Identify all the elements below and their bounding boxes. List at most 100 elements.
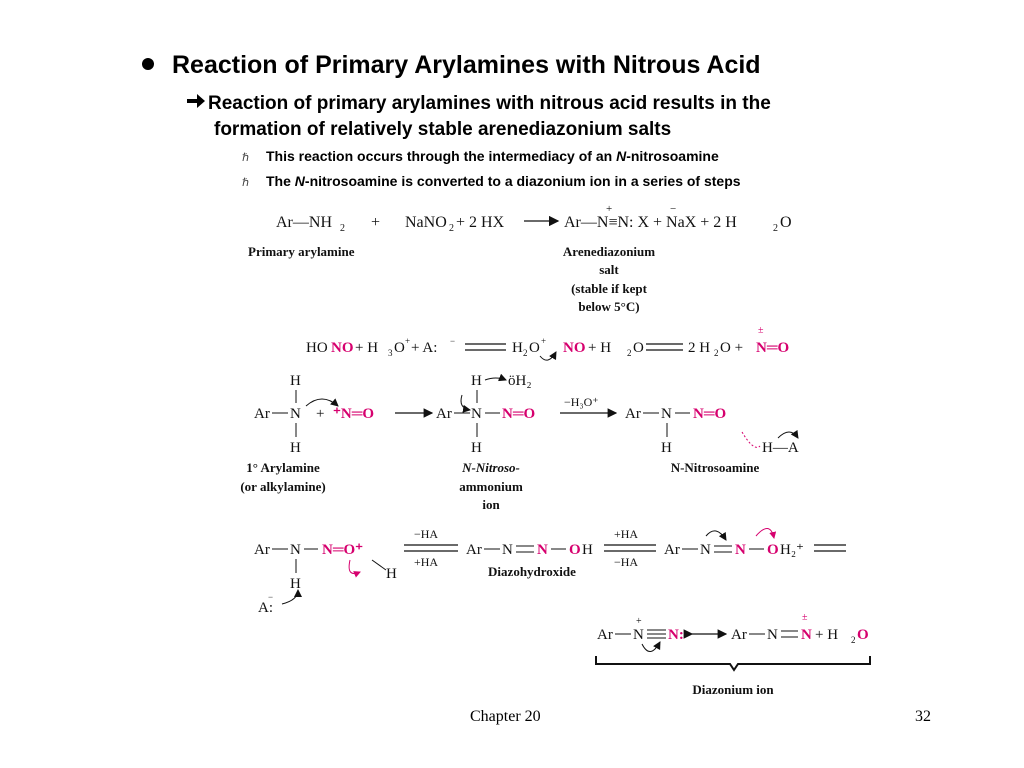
amine-h-top: H [290, 373, 301, 389]
ion-no: N═O [502, 406, 535, 422]
ion-n: N [471, 406, 482, 422]
charge-plus: + [606, 203, 612, 215]
amine-ar: Ar [254, 406, 270, 422]
s3-a-charge: − [268, 592, 273, 602]
s3-no: N═O⁺ [322, 542, 363, 558]
overall-equation: Ar—NH 2 + NaNO 2 + 2 HX Ar—N≡N: X + NaX … [248, 203, 792, 314]
label-ion: ion [482, 497, 500, 512]
label-diazohydroxide: Diazohydroxide [488, 564, 576, 579]
curved-arrow-3 [460, 394, 471, 413]
s3-h: H [290, 576, 301, 592]
plus-sign: + [371, 214, 380, 231]
diazo-n1: N [502, 542, 513, 558]
product-sub: 2 [773, 223, 778, 234]
nitrosonium-2: ⁺N═O [333, 406, 374, 422]
subpoint: Reaction of primary arylamines with nitr… [187, 91, 910, 143]
arrow-right-icon [186, 91, 208, 117]
step4-resonance: Ar N + N: Ar N N ± + H 2 O Diazonium ion [595, 612, 871, 697]
s3-bond4 [371, 559, 387, 571]
step3-mechanism: Ar N N═O⁺ H H A: − −HA +HA Ar N N O [254, 527, 846, 616]
ion-ar: Ar [436, 406, 452, 422]
curved-arrow-4 [484, 373, 507, 382]
label-arenediazonium: Arenediazonium [563, 244, 655, 259]
sub-bullet-icon: ℏ [242, 177, 249, 189]
dz2-ar: Ar [731, 627, 747, 643]
step1-h2o-tail: O [529, 340, 540, 356]
bullet4-pre: The [266, 173, 295, 189]
bullet3-tail: -nitrosoamine [626, 148, 719, 164]
step1-h2o-sup: + [541, 336, 546, 346]
step1-h3o-sup: + [405, 336, 410, 346]
curved-arrow-5 [777, 429, 799, 439]
s3-minus-ha2: −HA [614, 555, 638, 569]
product-tail: O [780, 214, 792, 231]
s3-minus-ha: −HA [414, 527, 438, 541]
slide-title-text: Reaction of Primary Arylamines with Nitr… [172, 51, 761, 79]
dz2-n2: N [801, 627, 812, 643]
ion-h-bottom: H [471, 440, 482, 456]
reagent-text: NaNO [405, 214, 447, 231]
s3-ar: Ar [254, 542, 270, 558]
label-below: below 5°C) [578, 299, 639, 314]
diazo-ar: Ar [466, 542, 482, 558]
nitrosoamine-no: N═O [693, 406, 726, 422]
ha-acid: H—A [762, 440, 799, 456]
bullet3-italic: N [616, 148, 627, 164]
step1-a: + A: [411, 340, 437, 356]
product-text: Ar—N≡N: X + NaX + 2 H [564, 214, 737, 231]
step1-h3o-sub: 3 [388, 348, 393, 358]
nitrosoamine-h: H [661, 440, 672, 456]
reagent2-text: + 2 HX [456, 214, 505, 231]
bullet3-text: This reaction occurs through the interme… [266, 148, 617, 164]
step1-2h2o: 2 H [688, 340, 710, 356]
label-ammonium: ammonium [459, 479, 523, 494]
subpoint-line2: formation of relatively stable arenediaz… [214, 119, 672, 140]
dz1-n2: N: [668, 627, 684, 643]
step1-plus-h2o-tail: O [633, 340, 644, 356]
dz1-charge: + [636, 616, 642, 627]
step1-2h2o-tail: O + [720, 340, 743, 356]
step2-mechanism: H Ar N H + ⁺N═O H öH₂ Ar N N═O H −H₃O⁺ [240, 373, 799, 512]
curved-arrow-2 [305, 398, 339, 407]
prot-ar: Ar [664, 542, 680, 558]
slide-title: Reaction of Primary Arylamines with Nitr… [142, 51, 761, 80]
s3-a-minus: A: [258, 600, 273, 616]
dz1-n: N [633, 627, 644, 643]
prot-n2: N [735, 542, 746, 558]
bullet4-italic: N [294, 173, 305, 189]
plus2: + [316, 406, 324, 422]
step1-no: NO [331, 340, 354, 356]
label-diazonium-ion: Diazonium ion [692, 682, 774, 697]
curved-arrow-9 [755, 528, 777, 539]
s3-n: N [290, 542, 301, 558]
diazo-n2: N [537, 542, 548, 558]
step1-nitrosonium: N═O [756, 340, 789, 356]
curved-arrow-6 [281, 589, 302, 605]
step1-h3o-tail: O [394, 340, 405, 356]
s3-plus-ha2: +HA [614, 527, 638, 541]
label-primary-arylamine: Primary arylamine [248, 244, 355, 259]
step1-ho: HO [306, 340, 328, 356]
dz2-n: N [767, 627, 778, 643]
label-salt: salt [599, 262, 619, 277]
bullet-dot-icon [142, 58, 154, 70]
step1-plus-h2o: + H [588, 340, 611, 356]
label-alkylamine: (or alkylamine) [240, 479, 325, 494]
curved-arrow-8 [705, 530, 727, 541]
footer-chapter: Chapter 20 [470, 708, 541, 725]
dz1-ar: Ar [597, 627, 613, 643]
diazo-o: O [569, 542, 581, 558]
footer-page-number: 32 [915, 708, 931, 725]
step1-h3o: + H [355, 340, 378, 356]
nitrosoamine-n: N [661, 406, 672, 422]
ion-oh2: öH₂ [508, 373, 532, 389]
label-stable: (stable if kept [571, 281, 648, 296]
step1-h2o: H [512, 340, 523, 356]
prot-n1: N [700, 542, 711, 558]
amine-n: N [290, 406, 301, 422]
nitrosoamine-ar: Ar [625, 406, 641, 422]
curved-arrow-1 [539, 351, 557, 361]
dz2-o: O [857, 627, 869, 643]
